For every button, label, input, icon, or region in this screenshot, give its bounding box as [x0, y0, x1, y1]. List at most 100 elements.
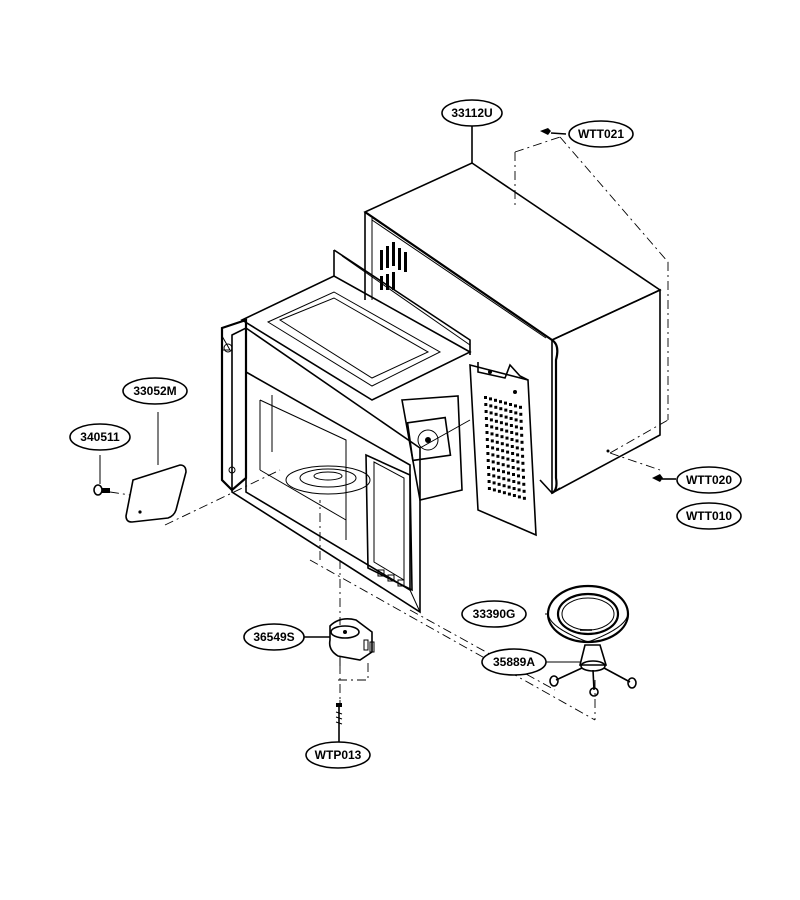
assembly-guide-lines — [109, 136, 669, 721]
grille-hole — [497, 482, 501, 486]
grille-hole — [499, 414, 503, 418]
motor-drawing — [328, 618, 375, 666]
grille-hole — [490, 432, 494, 436]
grille-hole — [507, 492, 511, 496]
grille-hole — [507, 471, 510, 475]
grille-hole — [501, 463, 505, 467]
grille-hole — [515, 446, 519, 450]
callout-label: 36549S — [253, 630, 294, 644]
grille-hole — [522, 489, 526, 493]
grille-hole — [494, 412, 498, 416]
grille-hole — [496, 454, 500, 458]
grille-hole — [502, 470, 505, 474]
grille-hole — [494, 398, 497, 402]
grille-hole — [510, 438, 514, 441]
callout-cover: 33052M — [122, 377, 188, 405]
grille-hole — [516, 453, 520, 457]
grille-hole — [486, 445, 490, 448]
grille-hole — [490, 425, 494, 429]
grille-hole — [505, 443, 509, 447]
grille-hole — [514, 411, 518, 415]
motor-screw-drawing — [335, 703, 343, 728]
grille-hole — [489, 397, 492, 401]
grille-hole — [520, 433, 524, 437]
grille-hole — [505, 436, 509, 440]
oven-cavity-drawing — [220, 249, 472, 614]
grille-hole — [494, 419, 498, 423]
grille-hole — [520, 440, 524, 444]
grille-hole — [512, 480, 516, 483]
callout-screw-top: WTT021 — [568, 120, 634, 148]
cover-plate-drawing — [125, 412, 187, 523]
grille-hole — [496, 447, 500, 451]
grille-hole — [495, 433, 499, 437]
grille-hole — [522, 482, 526, 486]
grille-hole — [512, 494, 516, 497]
grille-hole — [515, 432, 519, 436]
callout-label: 33052M — [133, 384, 176, 398]
grille-hole — [499, 400, 502, 404]
grille-hole — [516, 460, 520, 464]
back-panel-drawing — [469, 362, 537, 537]
grille-hole — [504, 401, 507, 405]
callout-roller: 35889A — [481, 648, 547, 676]
callout-label: 33390G — [473, 607, 516, 621]
grille-hole — [512, 473, 515, 476]
callout-label: WTT020 — [686, 473, 732, 487]
grille-hole — [486, 452, 490, 455]
callout-motor: 36549S — [243, 623, 305, 651]
grille-hole — [509, 403, 512, 406]
top-screw-drawing — [540, 128, 567, 135]
grille-hole — [499, 421, 503, 425]
grille-hole — [486, 459, 490, 462]
grille-hole — [522, 496, 526, 500]
grille-hole — [497, 489, 501, 493]
grille-hole — [506, 457, 510, 461]
grille-hole — [484, 417, 488, 420]
grille-hole — [519, 412, 523, 416]
grille-hole — [506, 450, 510, 454]
grille-hole — [517, 495, 521, 499]
grille-hole — [506, 464, 510, 468]
grille-hole — [485, 431, 489, 434]
grille-hole — [521, 468, 525, 472]
grille-hole — [491, 460, 495, 464]
grille-hole — [519, 426, 523, 430]
perforated-grille — [484, 396, 526, 500]
grille-hole — [484, 403, 488, 406]
grille-hole — [502, 484, 506, 488]
callout-motor-screw: WTP013 — [305, 741, 371, 769]
outer-cabinet-drawing — [363, 162, 662, 495]
grille-hole — [490, 439, 494, 443]
grille-hole — [496, 461, 500, 465]
grille-hole — [514, 404, 517, 408]
grille-hole — [491, 446, 495, 450]
grille-hole — [495, 426, 499, 430]
grille-hole — [487, 480, 491, 483]
callout-screw-side-a: WTT020 — [676, 466, 742, 494]
grille-hole — [504, 408, 508, 412]
grille-hole — [492, 474, 496, 478]
grille-hole — [507, 478, 511, 482]
grille-hole — [511, 466, 515, 469]
grille-hole — [489, 411, 493, 415]
roller-support-drawing — [549, 644, 637, 697]
grille-hole — [494, 405, 498, 409]
grille-hole — [517, 481, 521, 485]
leader-lines — [300, 126, 592, 742]
grille-hole — [487, 487, 491, 490]
grille-hole — [510, 445, 514, 448]
grille-hole — [520, 447, 524, 451]
grille-hole — [519, 419, 523, 423]
grille-hole — [500, 442, 504, 446]
grille-hole — [517, 488, 521, 492]
grille-hole — [507, 485, 511, 489]
grille-hole — [514, 418, 518, 422]
side-screw-drawing — [652, 474, 676, 482]
grille-hole — [510, 431, 514, 434]
callout-label: WTT010 — [686, 509, 732, 523]
grille-hole — [497, 475, 501, 479]
grille-hole — [485, 438, 489, 441]
grille-hole — [516, 467, 520, 471]
